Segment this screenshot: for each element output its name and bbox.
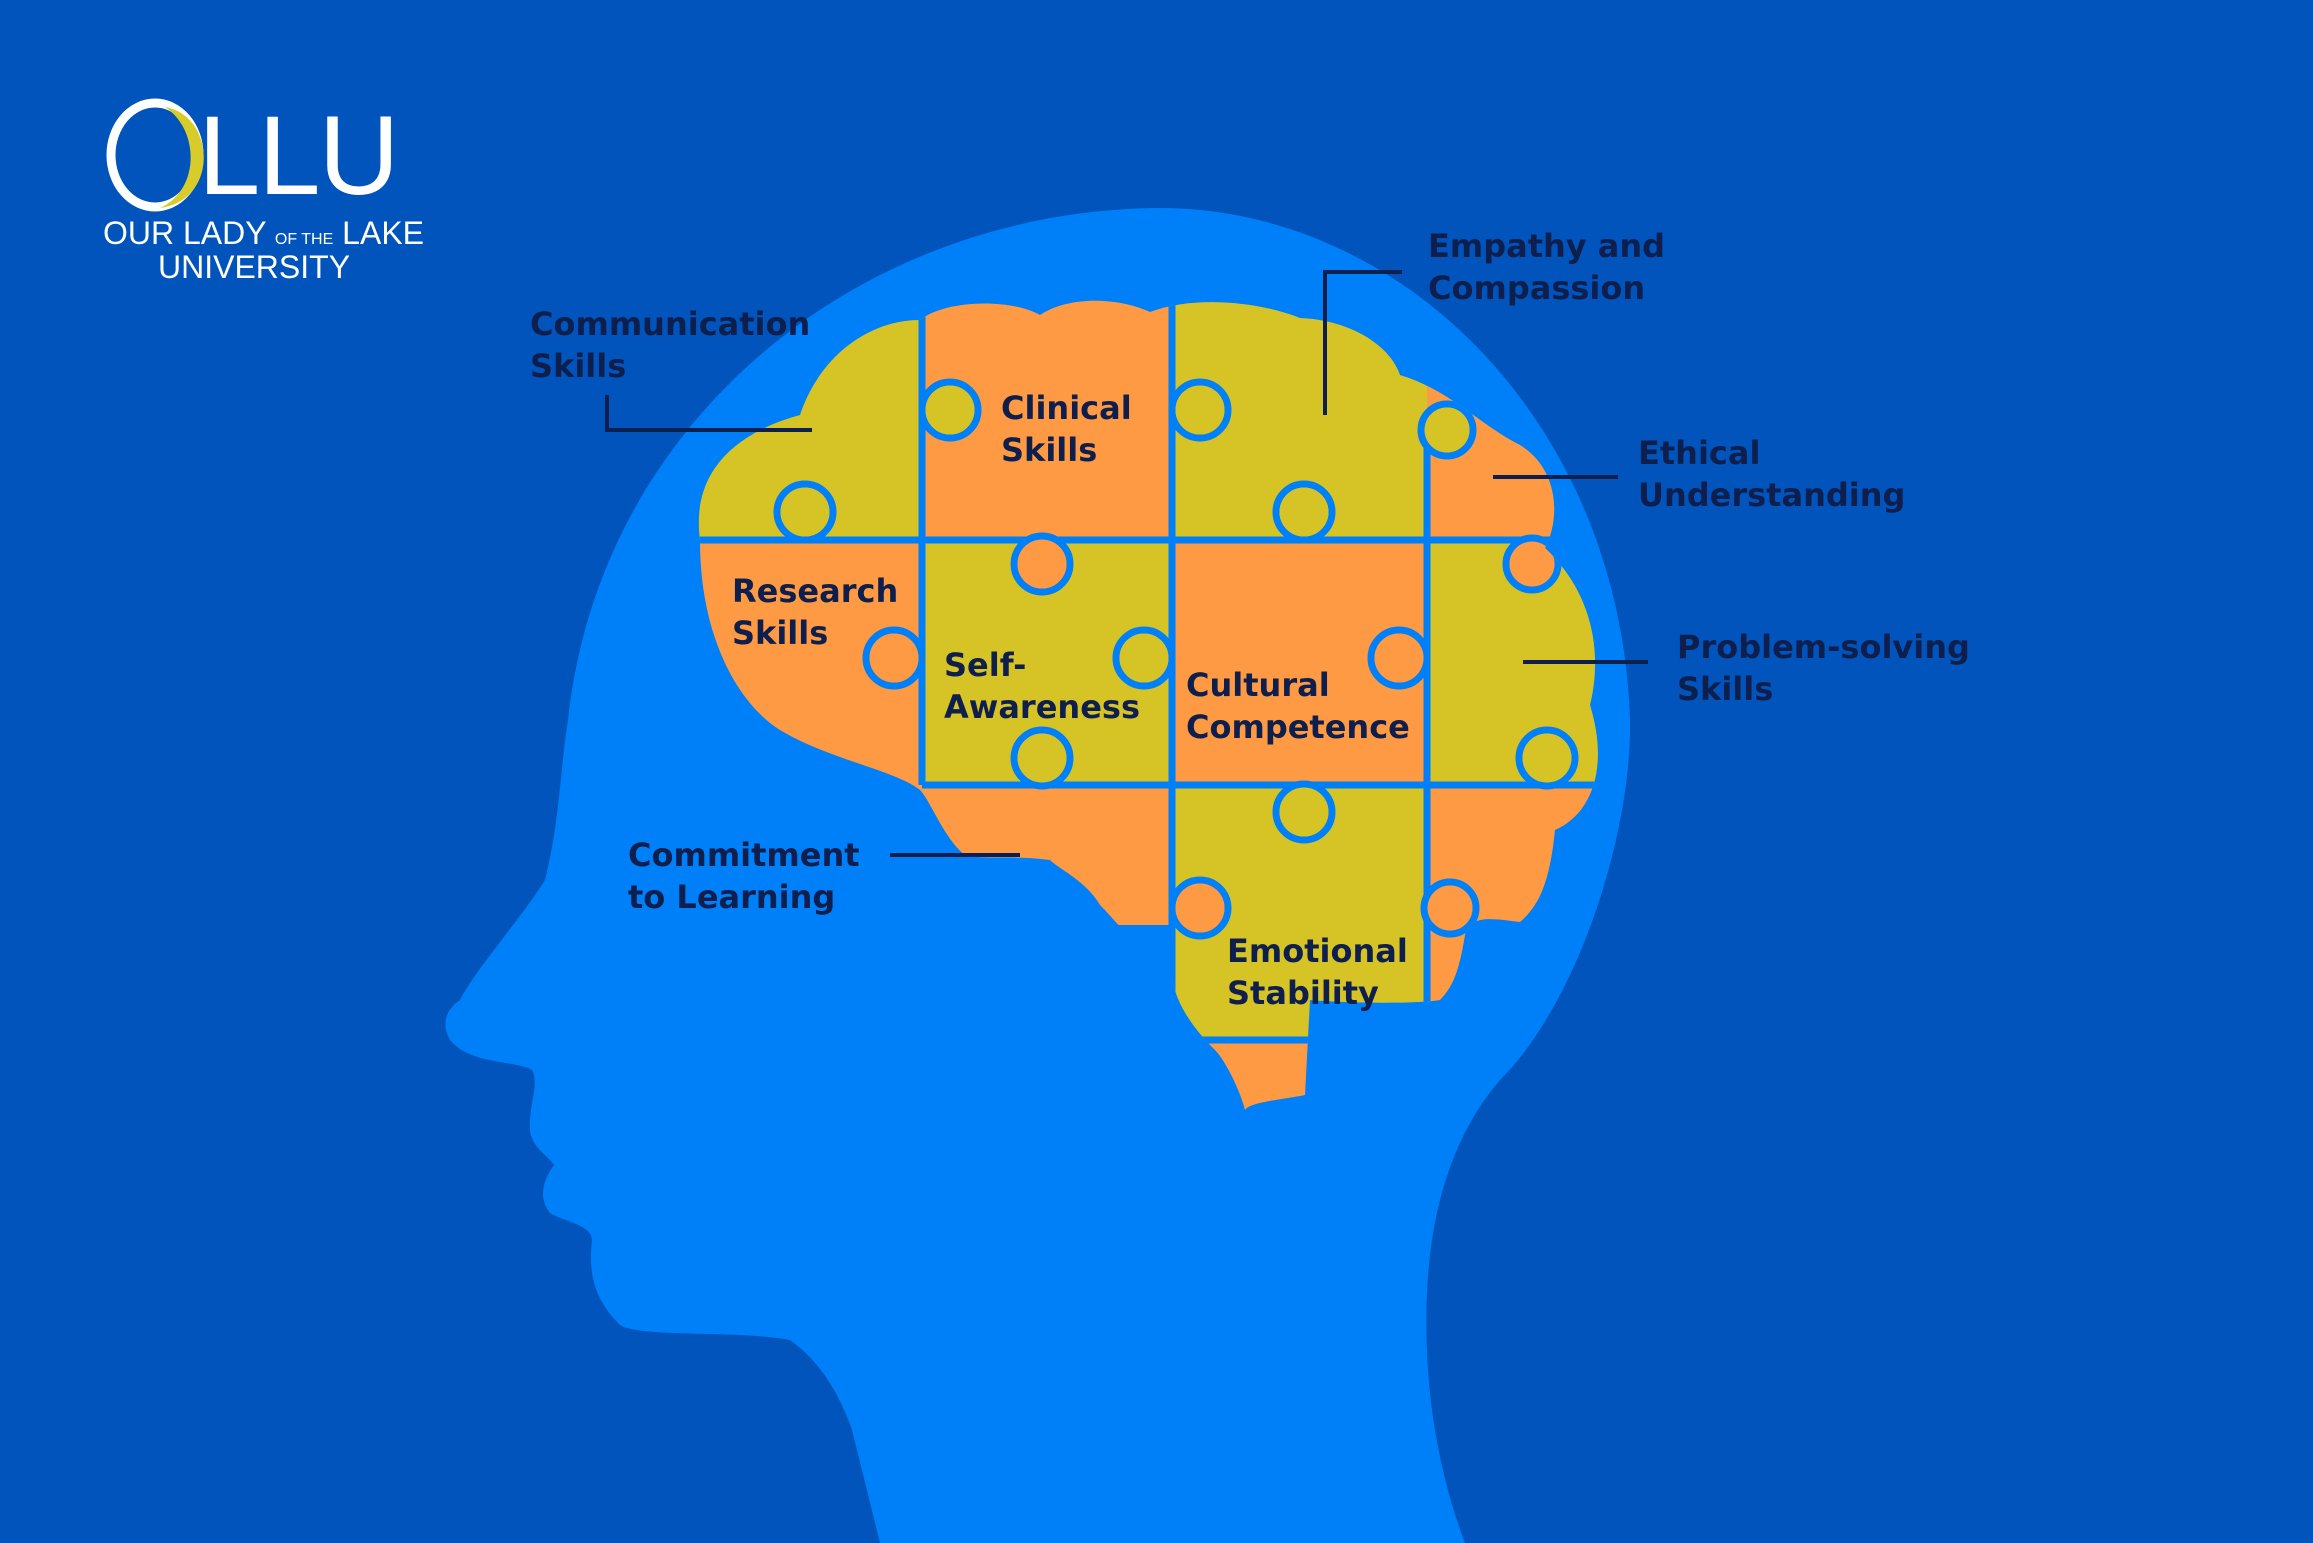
logo-of-the: OF THE <box>274 231 334 248</box>
label-emotional-stability: Emotional Stability <box>1227 932 1408 1012</box>
logo-name-line1: OUR LADY OF THE LAKE <box>103 216 424 257</box>
label-self-awareness: Self- Awareness <box>944 646 1140 726</box>
label-clinical-skills: Clinical Skills <box>1001 389 1132 469</box>
ollu-logo-emblem <box>106 98 204 212</box>
label-research-skills: Research Skills <box>732 572 899 652</box>
label-commitment-to-learning: Commitment to Learning <box>628 836 860 916</box>
logo-our-lady: OUR LADY <box>103 215 267 251</box>
label-ethical-understanding: Ethical Understanding <box>1638 434 1906 514</box>
logo-university: UNIVERSITY <box>158 249 351 285</box>
logo-letters: LLU <box>198 93 399 218</box>
logo-lake: LAKE <box>342 215 424 251</box>
label-empathy-compassion: Empathy and Compassion <box>1428 227 1666 307</box>
label-problem-solving-skills: Problem-solving Skills <box>1677 628 1970 708</box>
leader-lines <box>605 270 1648 857</box>
label-communication-skills: Communication Skills <box>530 305 811 385</box>
label-cultural-competence: Cultural Competence <box>1186 666 1410 746</box>
